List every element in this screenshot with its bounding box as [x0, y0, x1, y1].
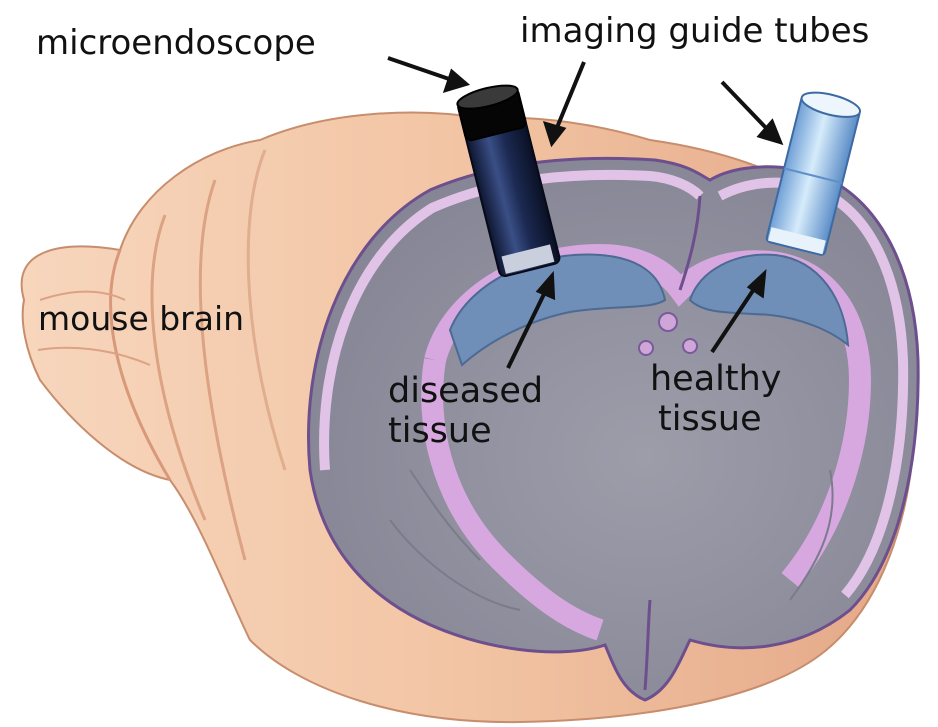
label-diseased-line2: tissue: [388, 412, 543, 452]
label-healthy-line2: tissue: [650, 400, 782, 440]
arrow-icon: [388, 58, 466, 90]
label-mouse-brain: mouse brain: [38, 302, 244, 335]
label-healthy-line1: healthy: [650, 360, 782, 400]
arrow-icon: [722, 82, 780, 142]
label-diseased-tissue: diseased tissue: [388, 372, 543, 451]
label-diseased-line1: diseased: [388, 372, 543, 412]
label-healthy-tissue: healthy tissue: [650, 360, 782, 439]
label-microendoscope: microendoscope: [36, 26, 316, 60]
label-imaging-guide-tubes: imaging guide tubes: [520, 14, 869, 48]
